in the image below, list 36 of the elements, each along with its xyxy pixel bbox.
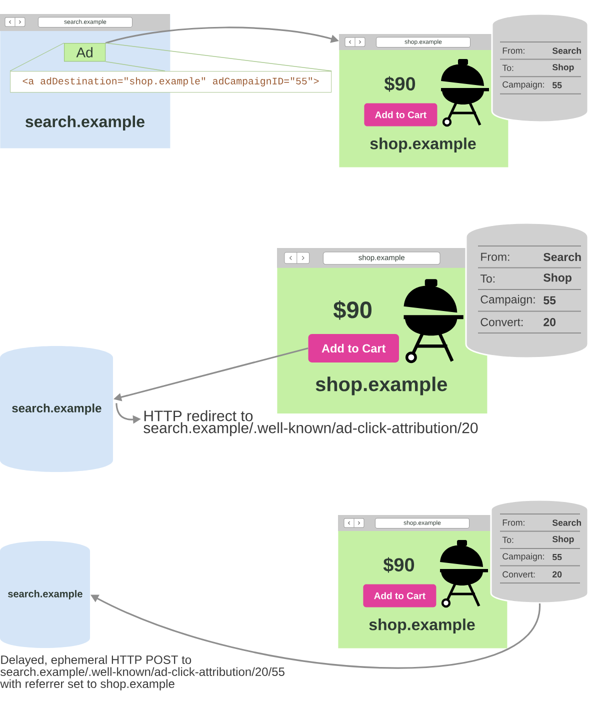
field-label: Convert: <box>480 318 523 326</box>
field-label: To: <box>480 274 494 283</box>
field-value: 55 <box>544 296 556 304</box>
add-to-cart-button: Add to Cart <box>363 584 436 608</box>
note: HTTP redirect to search.example/.well-known/ad-click-attribution/20 <box>144 410 478 436</box>
field-label: Campaign: <box>480 295 535 306</box>
field-value: 20 <box>552 571 562 578</box>
field-label: Convert: <box>502 571 535 578</box>
ad-box: Ad <box>64 43 106 62</box>
price-label: $90 <box>383 557 414 573</box>
field-value: Search <box>544 252 581 262</box>
field-value: Search <box>552 47 581 54</box>
field-value: Shop <box>552 536 574 544</box>
field-label: From: <box>502 520 524 526</box>
field-value: Search <box>552 519 581 526</box>
field-value: Shop <box>552 64 574 72</box>
field-label: Campaign: <box>502 553 544 562</box>
field-label: Campaign: <box>502 81 544 90</box>
field-label: To: <box>502 64 514 72</box>
price-label: $90 <box>384 76 416 92</box>
connector-line <box>105 61 166 72</box>
add-to-cart-button: Add to Cart <box>364 103 438 126</box>
field-label: From: <box>502 48 524 54</box>
field-value: 55 <box>552 554 562 560</box>
field-label: To: <box>502 536 514 543</box>
price-label: $90 <box>333 300 372 320</box>
database-cylinder: search.example <box>0 541 90 648</box>
code-snippet: <a adDestination="shop.example" adCampaignID="55"> <box>10 71 332 93</box>
connector-line <box>105 42 332 72</box>
add-to-cart-button: Add to Cart <box>308 334 399 363</box>
note: Delayed, ephemeral HTTP POST to search.example/.well-known/ad-click-attribution/20/55 with referrer set to shop.example <box>0 655 284 690</box>
field-value: Shop <box>544 273 572 284</box>
field-label: From: <box>481 252 510 261</box>
database-cylinder: search.example <box>0 346 113 472</box>
field-value: 55 <box>552 82 562 88</box>
field-value: 20 <box>544 318 556 326</box>
